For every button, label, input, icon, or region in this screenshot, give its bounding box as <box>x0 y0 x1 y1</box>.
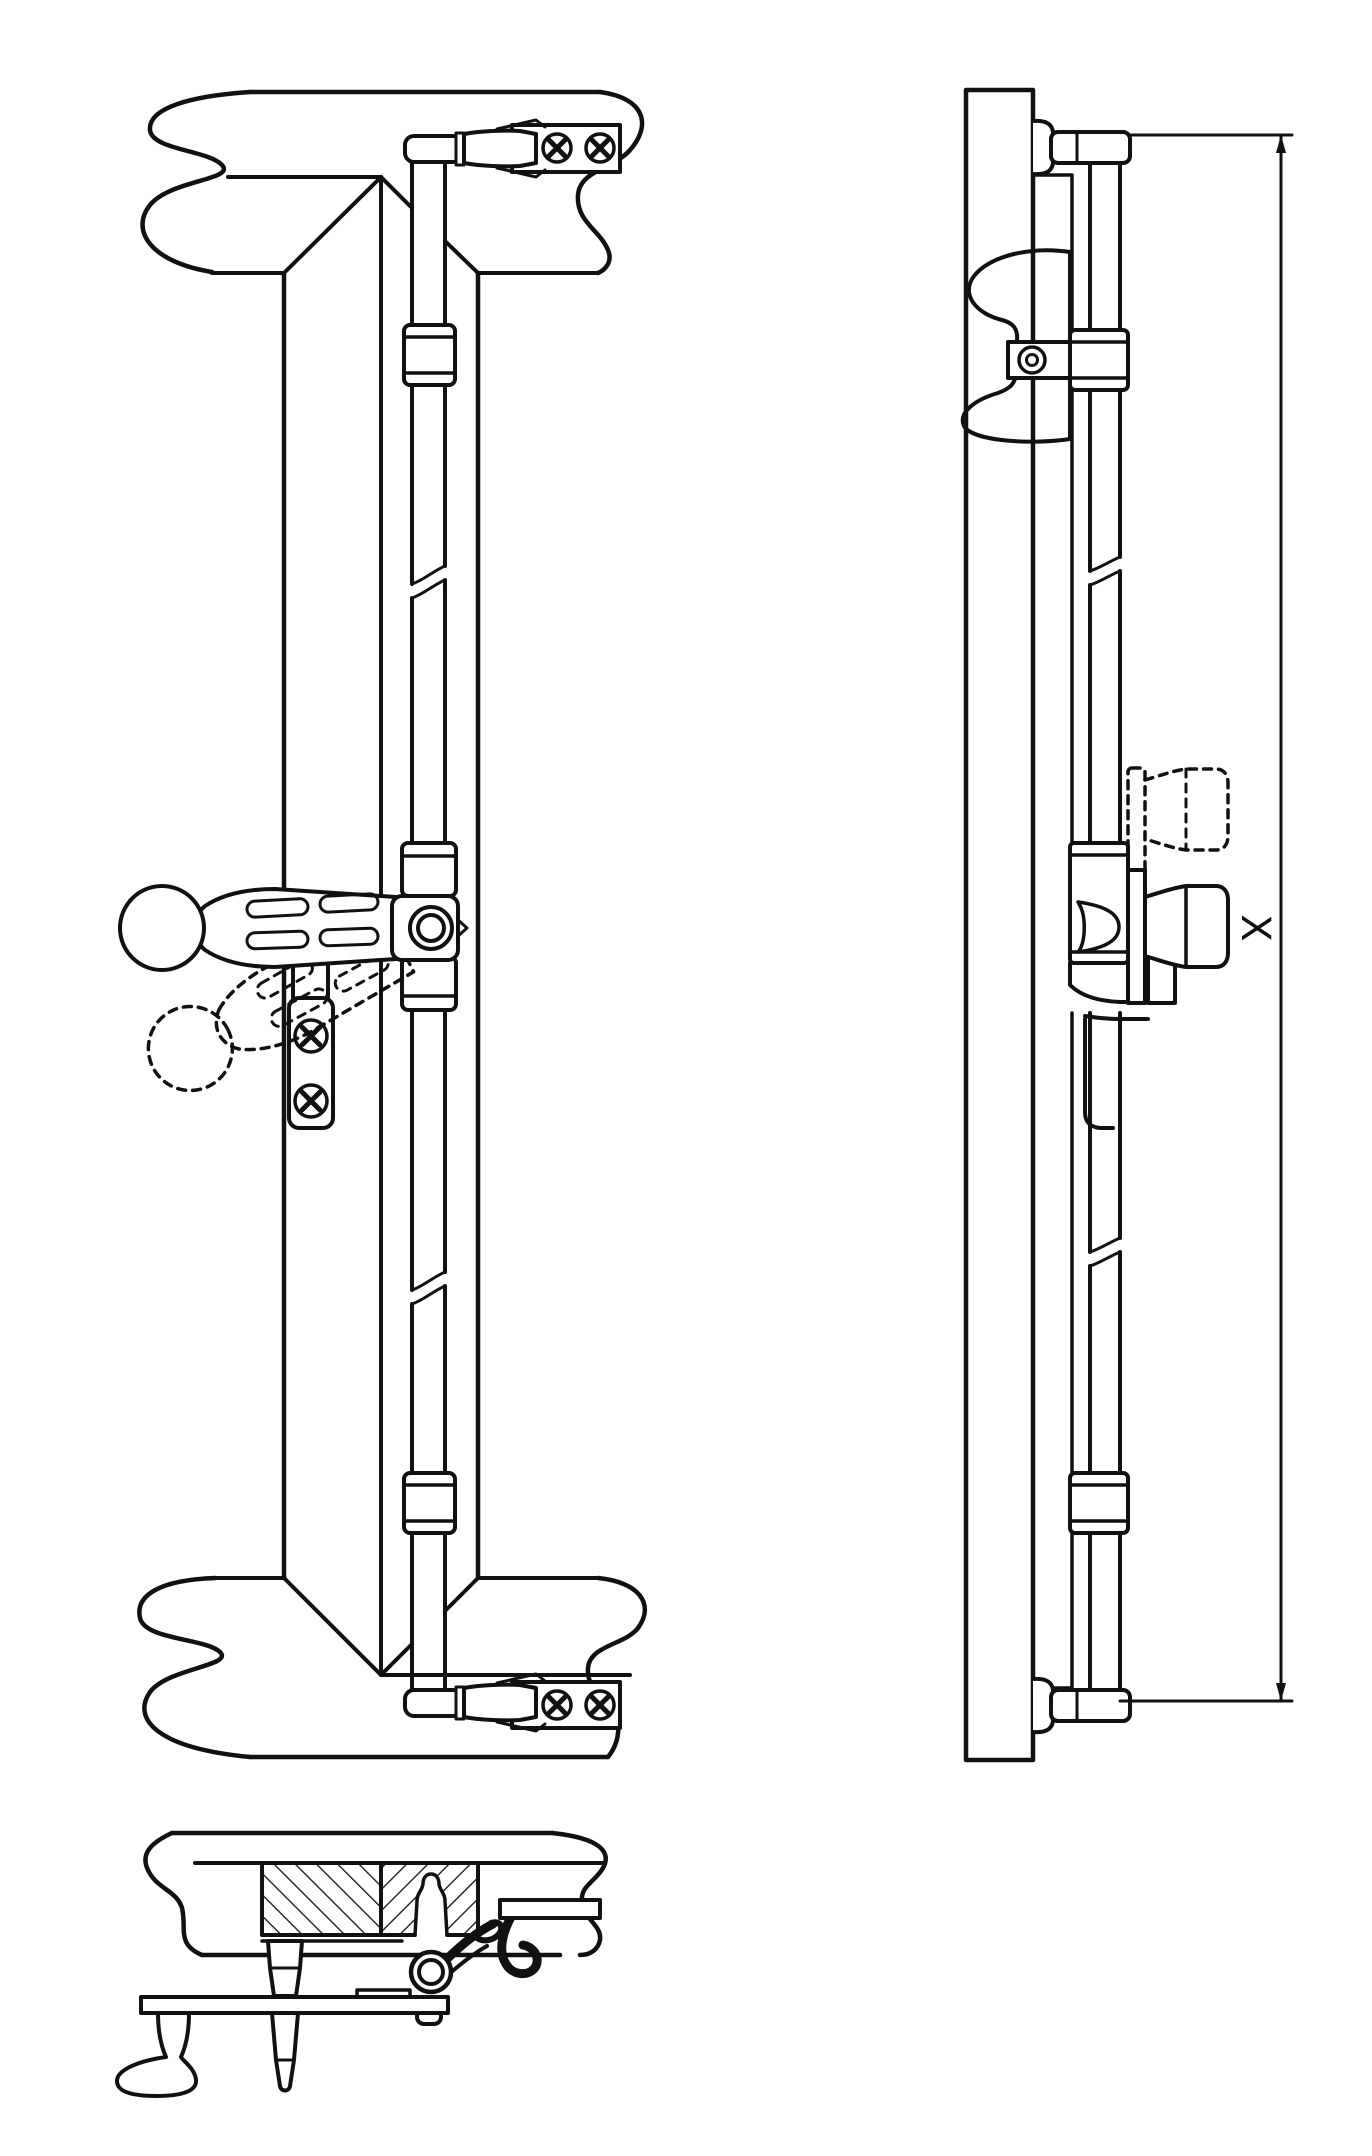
hook-pivot <box>408 1949 454 1995</box>
bolt-shoot <box>462 128 538 169</box>
dimension-label: X <box>1232 914 1278 941</box>
strap-edge <box>1083 1017 1115 1130</box>
screw-icon <box>584 132 616 164</box>
handle-knob-phantom <box>146 1004 235 1093</box>
rod-pocket <box>413 1872 449 1937</box>
backplate-section <box>260 1939 412 1999</box>
break-squiggle <box>549 1830 608 1958</box>
pivot-hole <box>416 913 446 943</box>
screw-icon <box>541 132 573 164</box>
keeper-top <box>403 118 622 179</box>
mitre-lines <box>282 175 480 275</box>
arrow-up-icon <box>1276 135 1286 153</box>
break-squiggle <box>575 89 645 276</box>
screw-icon <box>293 1083 329 1119</box>
housing-nib <box>456 918 469 938</box>
keeper-bar <box>498 1898 602 1920</box>
rail-profile-lines <box>213 1576 632 1677</box>
keeper-plate-edge <box>1049 1688 1132 1723</box>
break-squiggle <box>143 1830 205 1958</box>
lock-case-side <box>1068 841 1177 1130</box>
guide-screw-hole <box>1017 345 1047 375</box>
guide-sleeve-side <box>1068 328 1130 392</box>
lever-slot <box>245 897 310 919</box>
mitre-lines <box>282 1576 480 1677</box>
handle-arm-section <box>115 1995 450 2098</box>
frame-section-hatched <box>960 248 1130 444</box>
bolt-shoot <box>462 1682 538 1723</box>
case-internal-detail <box>1076 900 1121 954</box>
keeper-bottom <box>403 1672 622 1733</box>
dimension-text: X <box>1232 914 1278 941</box>
backplate-strap <box>287 948 335 1130</box>
door-edge-board <box>963 87 1036 1763</box>
break-squiggle <box>137 1575 253 1760</box>
rod-guide-lower <box>402 1471 457 1535</box>
side-knob <box>1126 868 1230 1005</box>
rod-end-collar <box>403 134 464 164</box>
handle-assembly <box>118 841 469 1130</box>
keeper-mouth <box>495 118 547 179</box>
front-view <box>118 89 648 1760</box>
keeper-top-side <box>1031 118 1132 177</box>
lever-slot <box>318 892 380 914</box>
latch-hook <box>408 1898 602 2026</box>
keeper-mouth <box>495 1672 547 1733</box>
lever-slot <box>318 926 380 948</box>
lever-edge <box>1126 868 1147 1005</box>
dimension-x: X <box>1118 133 1294 1703</box>
handle-lever <box>118 884 398 972</box>
case-ledge <box>1068 961 1150 1021</box>
screw-boss <box>270 2011 300 2093</box>
rod-end-collar <box>403 1688 464 1718</box>
case-sleeve-upper <box>400 841 458 898</box>
hook-beak <box>474 1919 505 1944</box>
handle-knob-front <box>118 884 206 972</box>
keeper-plate-edge <box>1049 130 1132 165</box>
pivot-housing <box>390 894 469 962</box>
rod-break-marks <box>410 564 447 1306</box>
rod-break-marks <box>1088 555 1122 1268</box>
stile-section <box>260 1861 480 1937</box>
lever-slot <box>245 929 310 951</box>
arrow-down-icon <box>1276 1683 1286 1701</box>
top-rail <box>140 89 645 276</box>
extension-lines <box>1118 133 1294 1703</box>
screw-icon <box>541 1689 573 1721</box>
lever-bar <box>139 1995 450 2015</box>
break-squiggle <box>585 1575 648 1760</box>
guide-lower-side <box>1068 1471 1130 1535</box>
keeper-section <box>497 1902 542 1979</box>
rod-backplate-strip <box>1031 173 1074 1692</box>
bolt-rod <box>410 160 447 1692</box>
bottom-section-view <box>115 1830 608 2098</box>
screw-icon <box>584 1689 616 1721</box>
rod-guide-upper <box>402 323 457 387</box>
break-squiggle <box>140 89 253 275</box>
keeper-bottom-side <box>1031 1676 1132 1735</box>
rail-profile-lines <box>210 175 600 275</box>
knob-section <box>115 2011 198 2098</box>
side-view: X <box>960 87 1294 1763</box>
bottom-rail <box>137 1575 648 1760</box>
